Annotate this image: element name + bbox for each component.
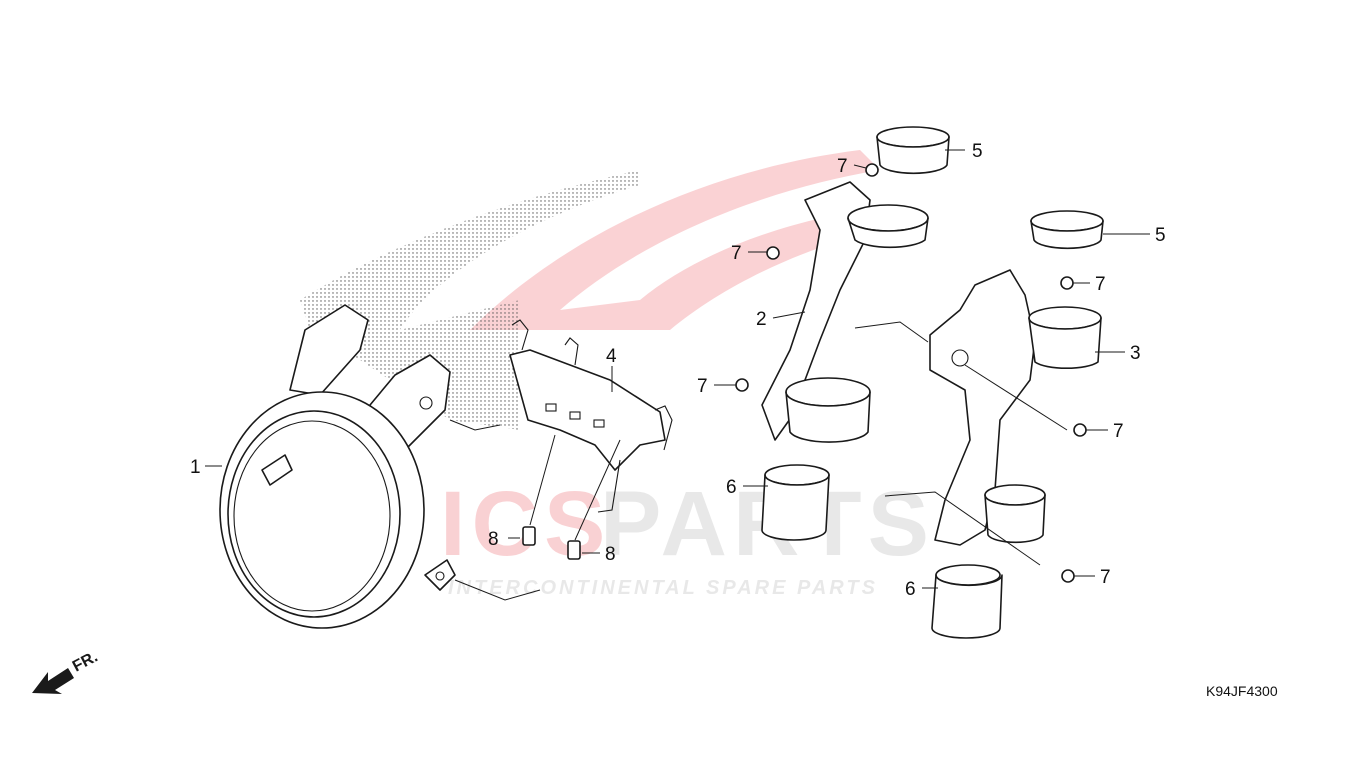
leader-8b-ext	[574, 439, 621, 541]
leader-2	[772, 311, 806, 319]
callout-5b: 5	[1155, 225, 1166, 246]
leader-8a-ext	[529, 434, 556, 526]
callout-1: 1	[190, 457, 201, 478]
cap-5a-body	[876, 136, 950, 175]
part-2-lower-body	[785, 391, 871, 443]
part-4-clip-right	[654, 405, 673, 451]
callout-4: 4	[606, 346, 617, 367]
bolt-7d	[1060, 276, 1074, 290]
stipple-shading	[300, 170, 640, 430]
bolt-7a	[865, 163, 879, 177]
cap-5b-body	[1030, 220, 1104, 250]
part-7-bolts	[735, 163, 1087, 583]
bolt-7c	[735, 378, 749, 392]
callout-7d: 7	[1095, 274, 1106, 295]
callout-7e: 7	[1113, 421, 1124, 442]
callout-5a: 5	[972, 141, 983, 162]
callout-2: 2	[756, 309, 767, 330]
callout-8b: 8	[605, 544, 616, 565]
callout-3: 3	[1130, 343, 1141, 364]
part-3-hole	[951, 349, 969, 367]
part-4-clip-left	[511, 319, 529, 351]
part-8-screws	[522, 526, 581, 560]
part-3-stay	[929, 269, 1102, 546]
bolt-7b	[766, 246, 780, 260]
callout-7f: 7	[1100, 567, 1111, 588]
leader-7a	[853, 164, 867, 169]
callout-labels: 1 2 3 4 5 5 6 6 7 7 7 7 7 7 7 8 8	[190, 141, 1166, 600]
sleeve-6a-body	[761, 474, 830, 541]
callout-6a: 6	[726, 477, 737, 498]
callout-8a: 8	[488, 529, 499, 550]
watermark-wing-logo	[470, 150, 905, 330]
part-4-slot-1	[545, 403, 557, 412]
part-1-lower-tab	[424, 559, 456, 591]
part-3-lower-body	[984, 494, 1046, 544]
part-2-upper-body	[847, 217, 929, 249]
part-1-hole	[419, 396, 433, 410]
front-arrow-label: FR.	[70, 648, 101, 675]
sleeve-6b-body	[931, 574, 1003, 639]
part-1-ring-inner	[227, 410, 401, 618]
callout-7a: 7	[837, 156, 848, 177]
part-1-stay-upper	[289, 304, 369, 396]
diagram-code: K94JF4300	[1206, 683, 1278, 699]
front-arrow: FR.	[32, 648, 101, 694]
part-3-upper-body	[1028, 317, 1102, 370]
part-4-slot-3	[593, 419, 605, 428]
part-4-hook	[564, 337, 579, 366]
part-6-sleeves	[761, 464, 1003, 639]
leader-part1-right	[449, 419, 501, 431]
callout-7b: 7	[731, 243, 742, 264]
part-4-slot-2	[569, 411, 581, 420]
leader-assembly-2	[854, 321, 929, 343]
part-4-bracket	[509, 319, 673, 513]
bolt-7f	[1061, 569, 1075, 583]
part-5-caps	[876, 126, 1104, 250]
leader-lines	[205, 149, 1150, 601]
leader-assembly-3	[884, 491, 1041, 566]
part-4-plate	[509, 349, 666, 471]
part-1-headlight-case	[219, 304, 456, 629]
callout-7c: 7	[697, 376, 708, 397]
part-4-wire	[597, 459, 621, 513]
watermark-brand-accent: ICS	[440, 473, 611, 575]
bolt-7e	[1073, 423, 1087, 437]
screw-8a	[522, 526, 536, 546]
watermark-tagline: INTERCONTINENTAL SPARE PARTS	[448, 577, 878, 599]
part-1-ring-lip	[233, 420, 391, 612]
leader-7g	[964, 364, 1068, 431]
part-1-tab	[261, 454, 293, 486]
front-arrow-icon	[32, 668, 74, 694]
leader-part1-lower	[454, 579, 541, 601]
screw-8b	[567, 540, 581, 560]
part-2-stay	[761, 181, 929, 443]
part-1-lower-hole	[435, 571, 445, 581]
callout-6b: 6	[905, 579, 916, 600]
